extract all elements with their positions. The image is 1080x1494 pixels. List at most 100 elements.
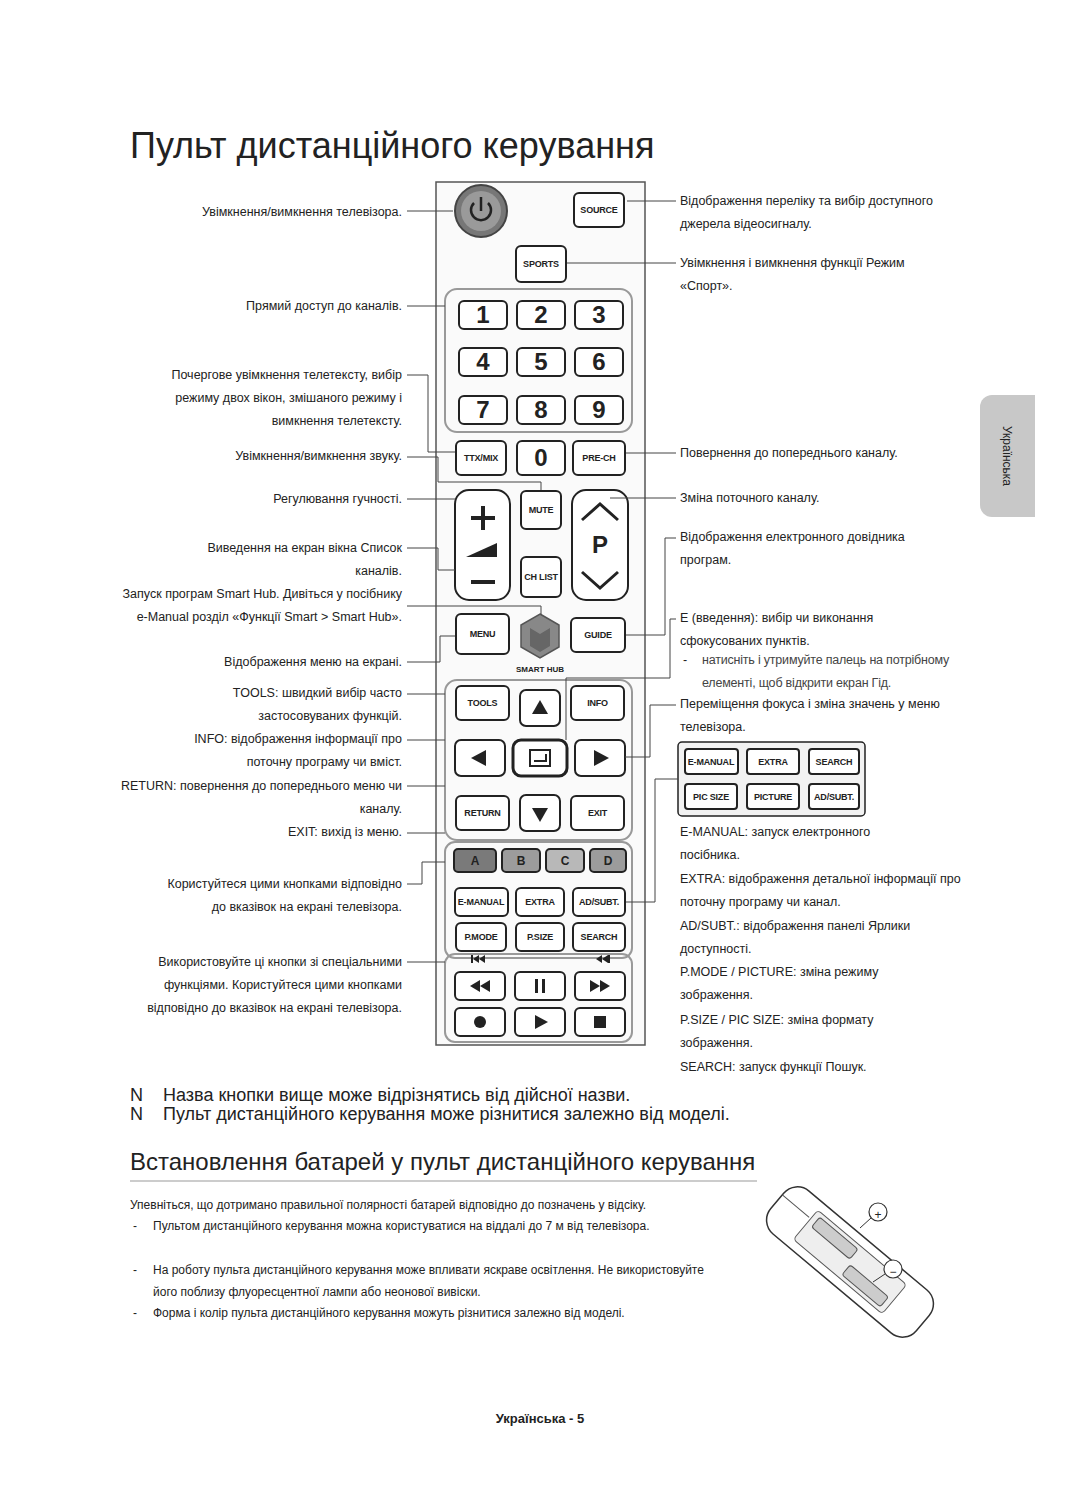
- button-label: PICTURE: [754, 792, 792, 802]
- battery-illustration-part-part: [811, 1217, 858, 1259]
- button-label: MUTE: [529, 505, 554, 515]
- button-label: P: [592, 531, 608, 559]
- callout-text: E-MANUAL: запуск електронного посібника.: [680, 821, 915, 867]
- number-button: 8: [516, 395, 566, 425]
- remote-button: GUIDE: [570, 617, 626, 653]
- callout-text: EXIT: вихід із меню.: [160, 821, 402, 844]
- button-label: C: [561, 854, 570, 868]
- number-button: 7: [458, 395, 508, 425]
- body-text: -: [133, 1215, 147, 1237]
- button-label: 9: [592, 396, 605, 424]
- leader-line-part: [407, 211, 453, 212]
- button-label: 8: [534, 396, 547, 424]
- remote-button: EXIT: [570, 795, 625, 831]
- number-button: 0: [516, 440, 566, 476]
- leader-line-part: [407, 499, 455, 500]
- button-label: AD/SUBT.: [579, 897, 619, 907]
- button-label: B: [517, 854, 526, 868]
- leader-line-part: [407, 636, 455, 662]
- callout-text: TOOLS: швидкий вибір часто застосовувани…: [160, 682, 402, 728]
- leader-line-part: [626, 538, 676, 635]
- button-label: 7: [476, 396, 489, 424]
- button-label: A: [471, 854, 480, 868]
- media-symbols-part: [473, 955, 479, 963]
- callout-text: Регулювання гучності.: [160, 488, 402, 511]
- button-label: SEARCH: [581, 932, 618, 942]
- media-symbols-part: [474, 1016, 486, 1028]
- media-symbols-part: [608, 955, 610, 963]
- callout-text: Відображення переліку та вибір доступног…: [680, 190, 940, 236]
- remote-button: CH LIST: [520, 556, 562, 598]
- number-button: 1: [458, 300, 508, 330]
- remote-button: EXTRA: [515, 887, 565, 917]
- callout-text: SEARCH: запуск функції Пошук.: [680, 1056, 940, 1079]
- button-label: Українська: [1001, 426, 1015, 486]
- media-symbols-part: [600, 980, 610, 992]
- volume-rocker: [455, 490, 510, 600]
- channel-rocker: [572, 490, 628, 600]
- callout-text: P.SIZE / PIC SIZE: зміна формату зображе…: [680, 1009, 925, 1055]
- button-label: INFO: [587, 698, 608, 708]
- leader-line: [407, 201, 678, 962]
- note-text: N: [130, 1104, 154, 1124]
- media-buttons-part: [455, 1008, 505, 1036]
- channel-rocker-part: [582, 504, 618, 520]
- remote-button: AD/SUBT.: [572, 887, 626, 917]
- arrow-symbols-part: [534, 754, 546, 761]
- media-buttons-part: [515, 972, 565, 1000]
- button-label: 3: [592, 301, 605, 329]
- smart-hub-button: [521, 614, 559, 658]
- media-buttons: [455, 972, 625, 1036]
- channel-rocker-part: [572, 490, 628, 600]
- power-button-part: [455, 185, 507, 237]
- callout-text: Зміна поточного каналу.: [680, 487, 960, 510]
- media-symbols-part: [479, 955, 485, 963]
- callout-text: EXTRA: відображення детальної інформації…: [680, 868, 965, 914]
- remote-button: P.SIZE: [515, 922, 565, 952]
- remote-button: RETURN: [455, 795, 510, 831]
- callout-text: E (введення): вибір чи виконання сфокусо…: [680, 607, 930, 653]
- media-buttons-part: [575, 972, 625, 1000]
- number-button: 6: [574, 347, 624, 377]
- leader-line-part: [407, 962, 445, 963]
- remote-button: PRE-CH: [572, 440, 626, 476]
- media-buttons-part: [575, 1008, 625, 1036]
- section-heading: Встановлення батарей у пульт дистанційно…: [130, 1148, 890, 1176]
- callout-text: Увімкнення/вимкнення телевізора.: [160, 201, 402, 224]
- number-button: 9: [574, 395, 624, 425]
- button-label: CH LIST: [524, 572, 558, 582]
- color-button: A: [453, 848, 497, 873]
- smart-hub-button-part: [521, 614, 559, 658]
- button-inset: AD/SUBT.: [808, 783, 860, 810]
- button-label: TOOLS: [468, 698, 498, 708]
- battery-illustration-part-part: [782, 1195, 809, 1217]
- callout-note: натисніть і утримуйте палець на потрібно…: [702, 649, 970, 695]
- leader-line-part: [407, 786, 445, 787]
- button-label: SPORTS: [523, 259, 559, 269]
- button-label: AD/SUBT.: [814, 792, 854, 802]
- callout-text: -: [683, 649, 695, 672]
- remote-button: SEARCH: [572, 922, 626, 952]
- callout-text: Повернення до попереднього каналу.: [680, 442, 960, 465]
- callout-text: INFO: відображення інформації про поточн…: [160, 728, 402, 774]
- leader-line-part: [407, 862, 445, 884]
- body-text: +: [872, 1204, 884, 1226]
- button-label: RETURN: [464, 808, 500, 818]
- leader-line-part: [407, 375, 455, 452]
- button-label: D: [604, 854, 613, 868]
- body-text: -: [133, 1259, 147, 1281]
- button-label: PIC SIZE: [693, 792, 729, 802]
- arrow-symbols-part: [532, 700, 548, 714]
- media-symbols: [470, 955, 610, 1029]
- callout-text: Запуск програм Smart Hub. Дивіться у пос…: [120, 583, 402, 629]
- volume-rocker-part: [455, 490, 510, 600]
- arrow-buttons-part: [520, 795, 560, 831]
- color-button: C: [545, 848, 585, 873]
- arrow-symbols-part: [471, 750, 486, 766]
- button-inset: PICTURE: [746, 783, 800, 810]
- button-label: 5: [534, 348, 547, 376]
- heading-rule: [130, 1181, 757, 1182]
- button-label: P.MODE: [464, 932, 497, 942]
- media-symbols-part: [594, 1016, 606, 1028]
